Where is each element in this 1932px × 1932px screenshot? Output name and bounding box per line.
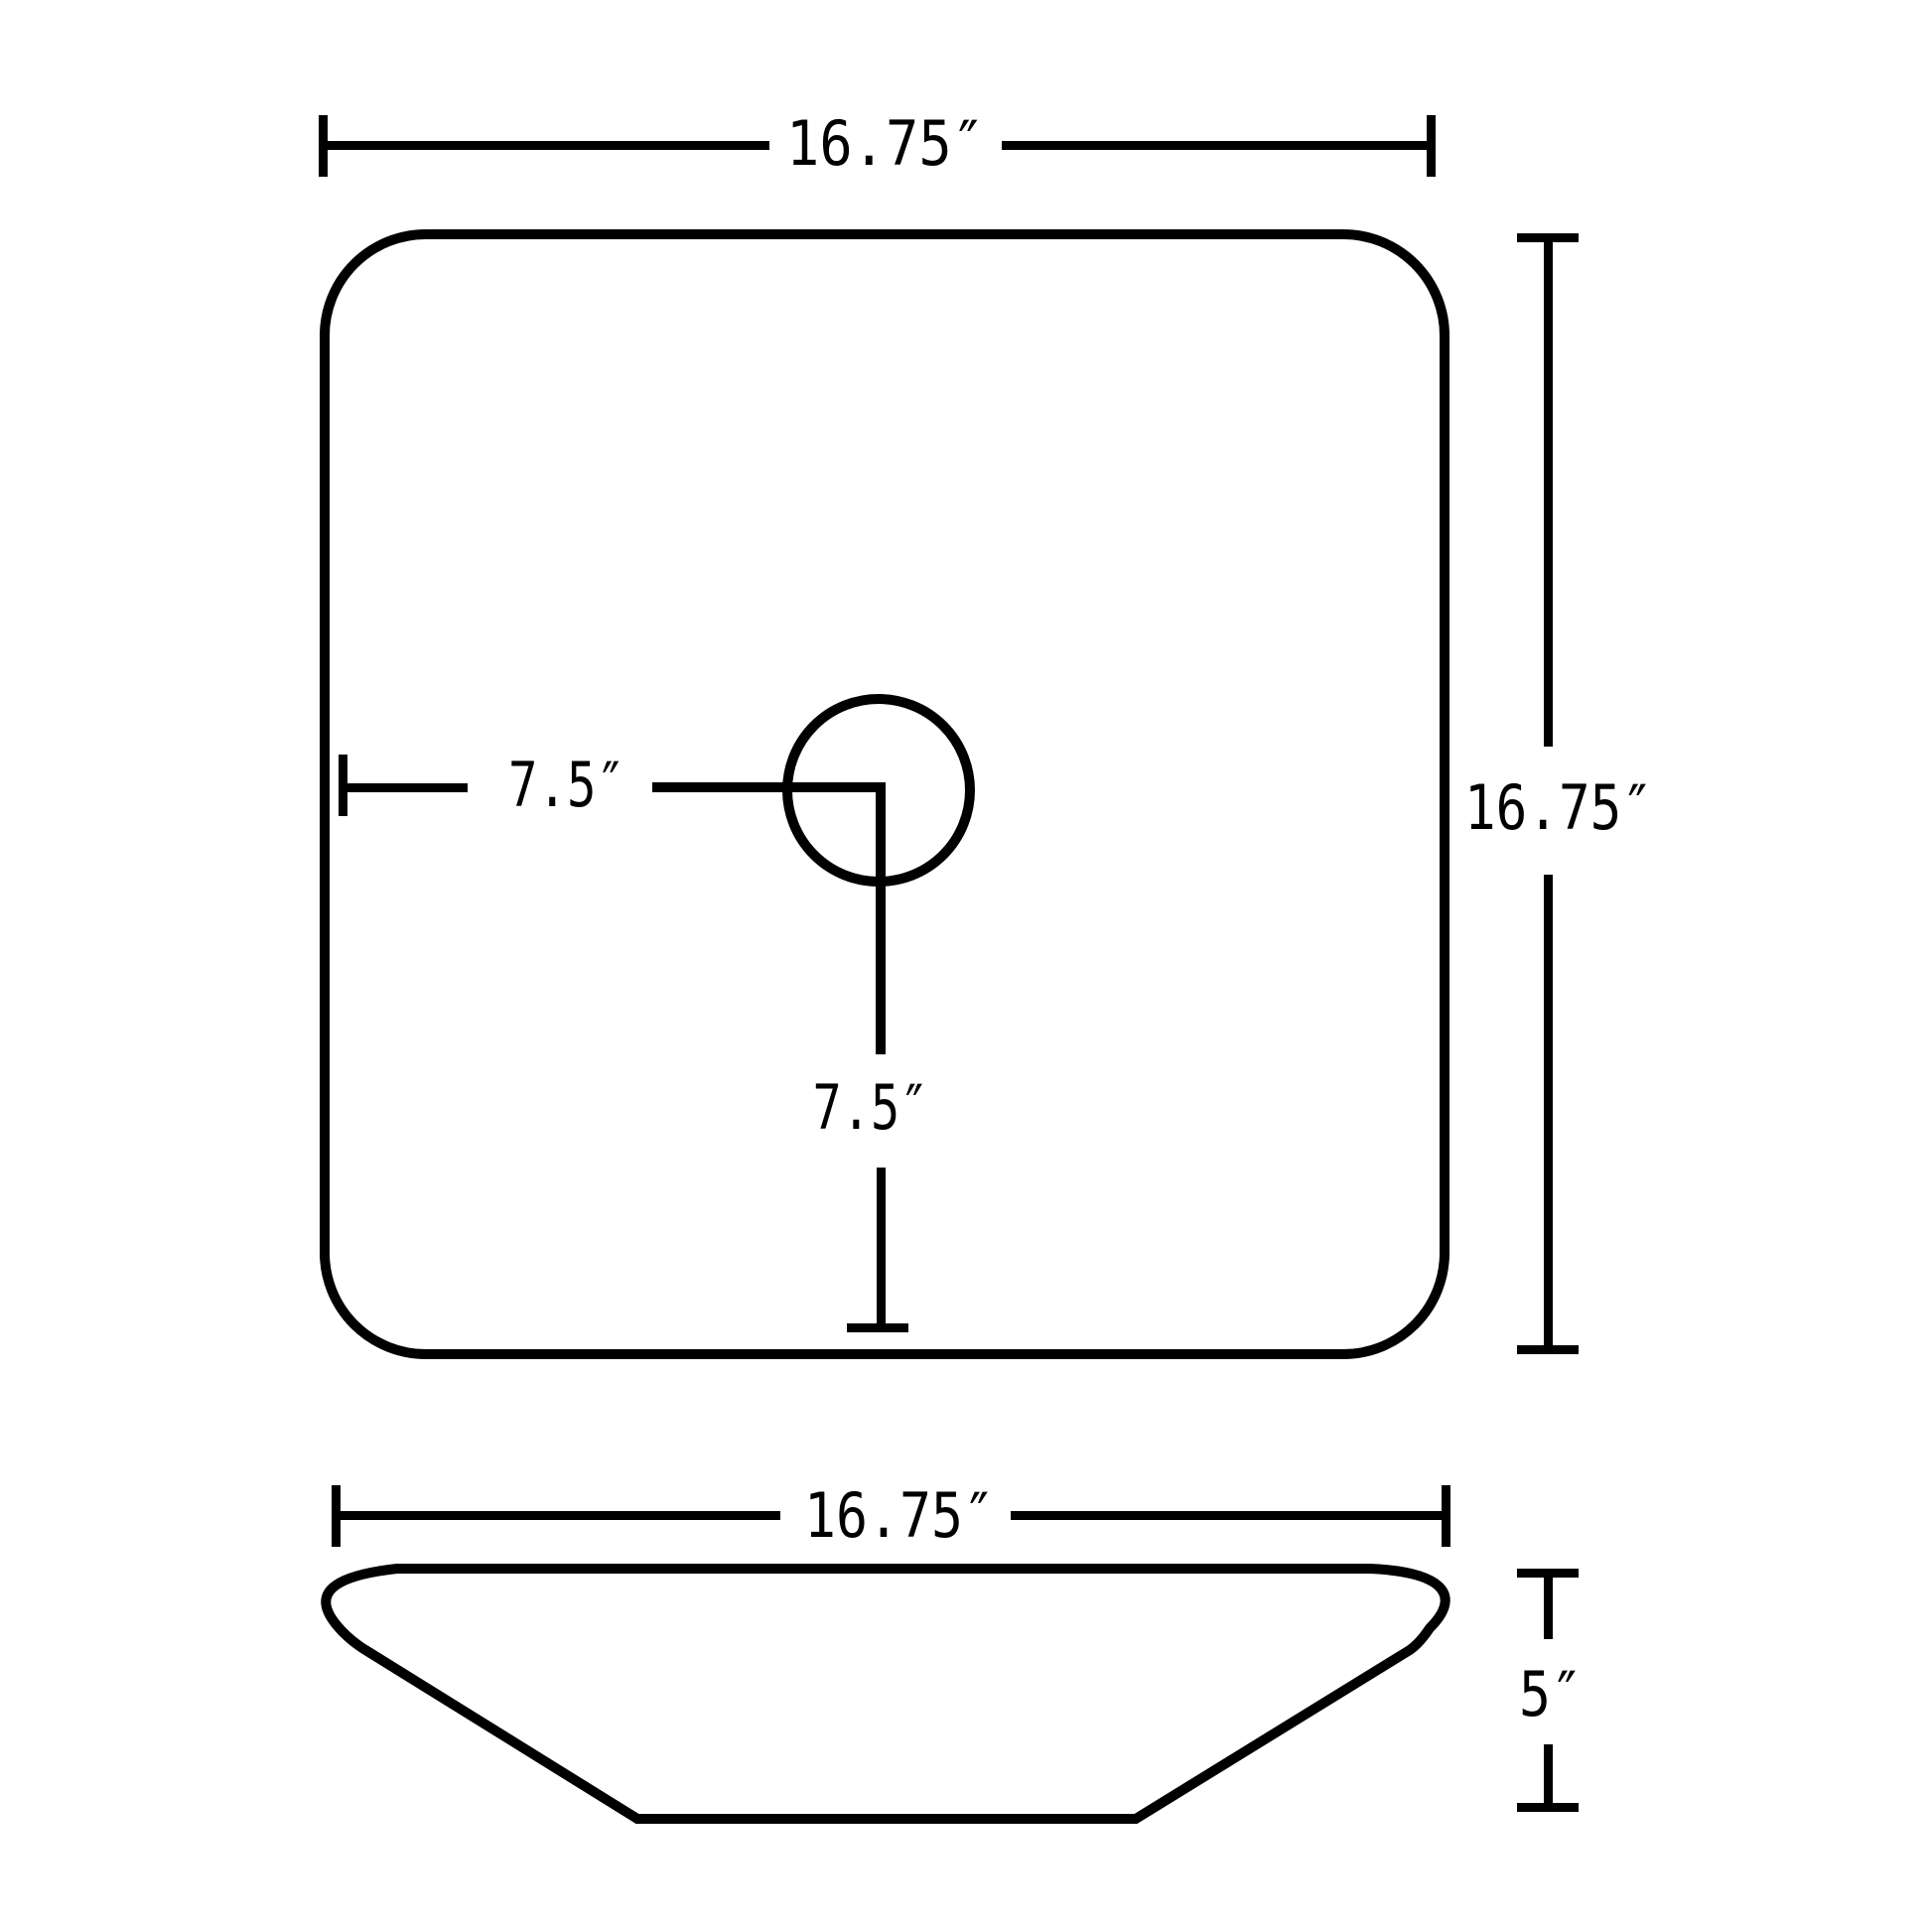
drain-from-left-label: 7.5″ (508, 749, 625, 821)
top-width-label: 16.75″ (786, 107, 985, 180)
side-width-label: 16.75″ (804, 1479, 995, 1552)
dimension-line-right (1011, 1511, 1442, 1520)
side-height-dimension: 5″ (1517, 1569, 1583, 1812)
dimension-cap-right (1427, 115, 1436, 177)
dimension-cap-top (1517, 1569, 1579, 1578)
drain-center-leader (652, 782, 886, 1054)
dimension-cap-left (332, 1485, 341, 1547)
sink-outline-top (320, 229, 1449, 1359)
top-depth-dimension: 16.75″ (1464, 233, 1653, 1354)
side-view: 16.75″ 5″ (321, 1479, 1583, 1824)
side-width-dimension: 16.75″ (332, 1479, 1450, 1552)
dimension-line-lower (1544, 1744, 1553, 1806)
dimension-cap-top (1517, 233, 1579, 242)
dimension-line-upper (1544, 242, 1553, 747)
dimension-line-left (341, 1511, 780, 1520)
dimension-cap-bottom (1517, 1345, 1579, 1354)
drain-from-front-dimension: 7.5″ (813, 1071, 929, 1332)
dimension-cap-left (339, 755, 347, 816)
dimension-line (877, 1168, 886, 1330)
dimension-cap-bottom (847, 1323, 908, 1332)
drain-from-front-label: 7.5″ (813, 1071, 929, 1144)
dimension-cap-right (1442, 1485, 1450, 1547)
dimension-cap-left (319, 115, 328, 177)
sink-profile-outline (321, 1564, 1450, 1824)
top-view: 16.75″ 7.5″ 7.5″ 16.75″ (319, 107, 1653, 1359)
dimension-cap-bottom (1517, 1803, 1579, 1812)
dimension-line-right (1002, 141, 1431, 150)
top-depth-label: 16.75″ (1464, 771, 1653, 844)
dimension-line-lower (1544, 875, 1553, 1345)
side-height-label: 5″ (1519, 1658, 1583, 1730)
dimension-line-left (328, 141, 769, 150)
drain-from-left-dimension: 7.5″ (339, 749, 625, 821)
dimension-line (347, 783, 468, 792)
top-width-dimension: 16.75″ (319, 107, 1436, 180)
dimension-line-upper (1544, 1578, 1553, 1639)
